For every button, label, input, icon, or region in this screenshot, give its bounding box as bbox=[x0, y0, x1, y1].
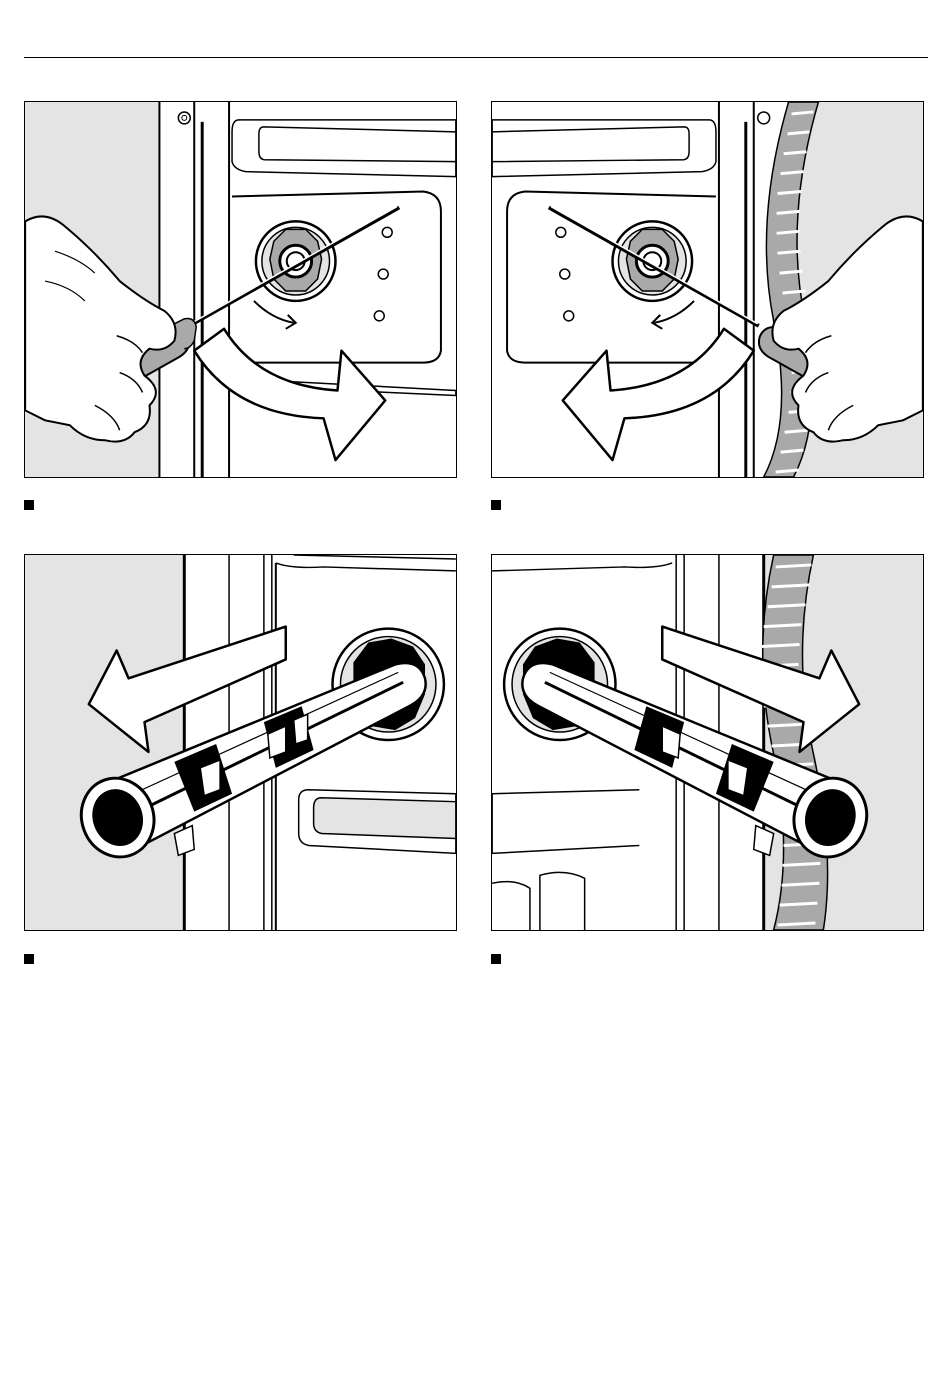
bullet-marker bbox=[491, 954, 501, 964]
screwdriver-counterclockwise-illustration bbox=[492, 102, 923, 477]
bullet-marker bbox=[24, 954, 34, 964]
figure-tube-pull-left bbox=[24, 554, 457, 931]
tube-pull-left-illustration bbox=[25, 555, 456, 930]
tube-pull-right-illustration bbox=[492, 555, 923, 930]
figure-screwdriver-clockwise bbox=[24, 101, 457, 478]
screwdriver-clockwise-illustration bbox=[25, 102, 456, 477]
figure-tube-pull-right bbox=[491, 554, 924, 931]
figure-screwdriver-counterclockwise bbox=[491, 101, 924, 478]
top-rule bbox=[24, 57, 928, 58]
bullet-marker bbox=[491, 500, 501, 510]
bullet-marker bbox=[24, 500, 34, 510]
